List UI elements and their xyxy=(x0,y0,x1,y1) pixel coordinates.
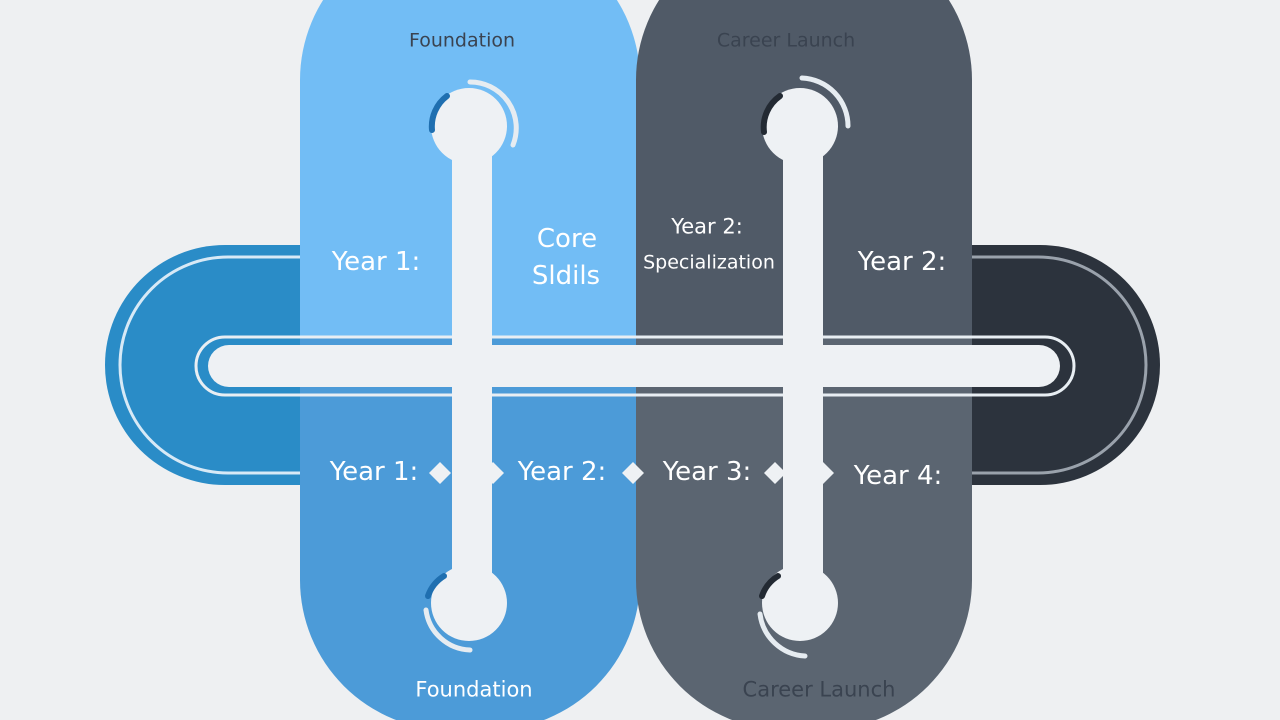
left-outer-loop-outline xyxy=(118,255,310,475)
right-outer-loop xyxy=(960,245,1160,485)
diamond-marker-3 xyxy=(622,462,644,484)
lower-year2-label: Year 2: xyxy=(517,457,607,487)
horizontal-track xyxy=(208,345,1060,387)
left-vertical-connector xyxy=(423,79,519,653)
core-skills-line2: Sldils xyxy=(531,261,601,291)
upper-year2-right-label: Year 2: xyxy=(857,247,947,277)
diamond-marker-1 xyxy=(429,462,451,484)
horizontal-track-outline xyxy=(194,335,1076,397)
year2-specialization-line1: Year 2: xyxy=(671,214,743,239)
year2-specialization-line2: Specialization xyxy=(643,251,775,274)
diamond-marker-5 xyxy=(812,462,834,484)
top-left-label: Foundation xyxy=(408,29,516,52)
lower-year3-label: Year 3: xyxy=(662,457,752,487)
left-outer-loop xyxy=(105,245,310,485)
bottom-right-label: Career Launch xyxy=(742,677,896,702)
diamond-marker-4 xyxy=(764,462,786,484)
top-right-label: Career Launch xyxy=(716,29,856,52)
lower-year4-label: Year 4: xyxy=(853,461,943,491)
upper-year1-label: Year 1: xyxy=(331,247,421,277)
core-skills-line1: Core xyxy=(536,224,598,254)
bottom-left-label: Foundation xyxy=(415,677,533,702)
diamond-marker-2 xyxy=(482,462,504,484)
lower-year1-label: Year 1: xyxy=(329,457,419,487)
right-vertical-connector xyxy=(757,75,851,659)
right-outer-loop-outline xyxy=(960,255,1148,475)
